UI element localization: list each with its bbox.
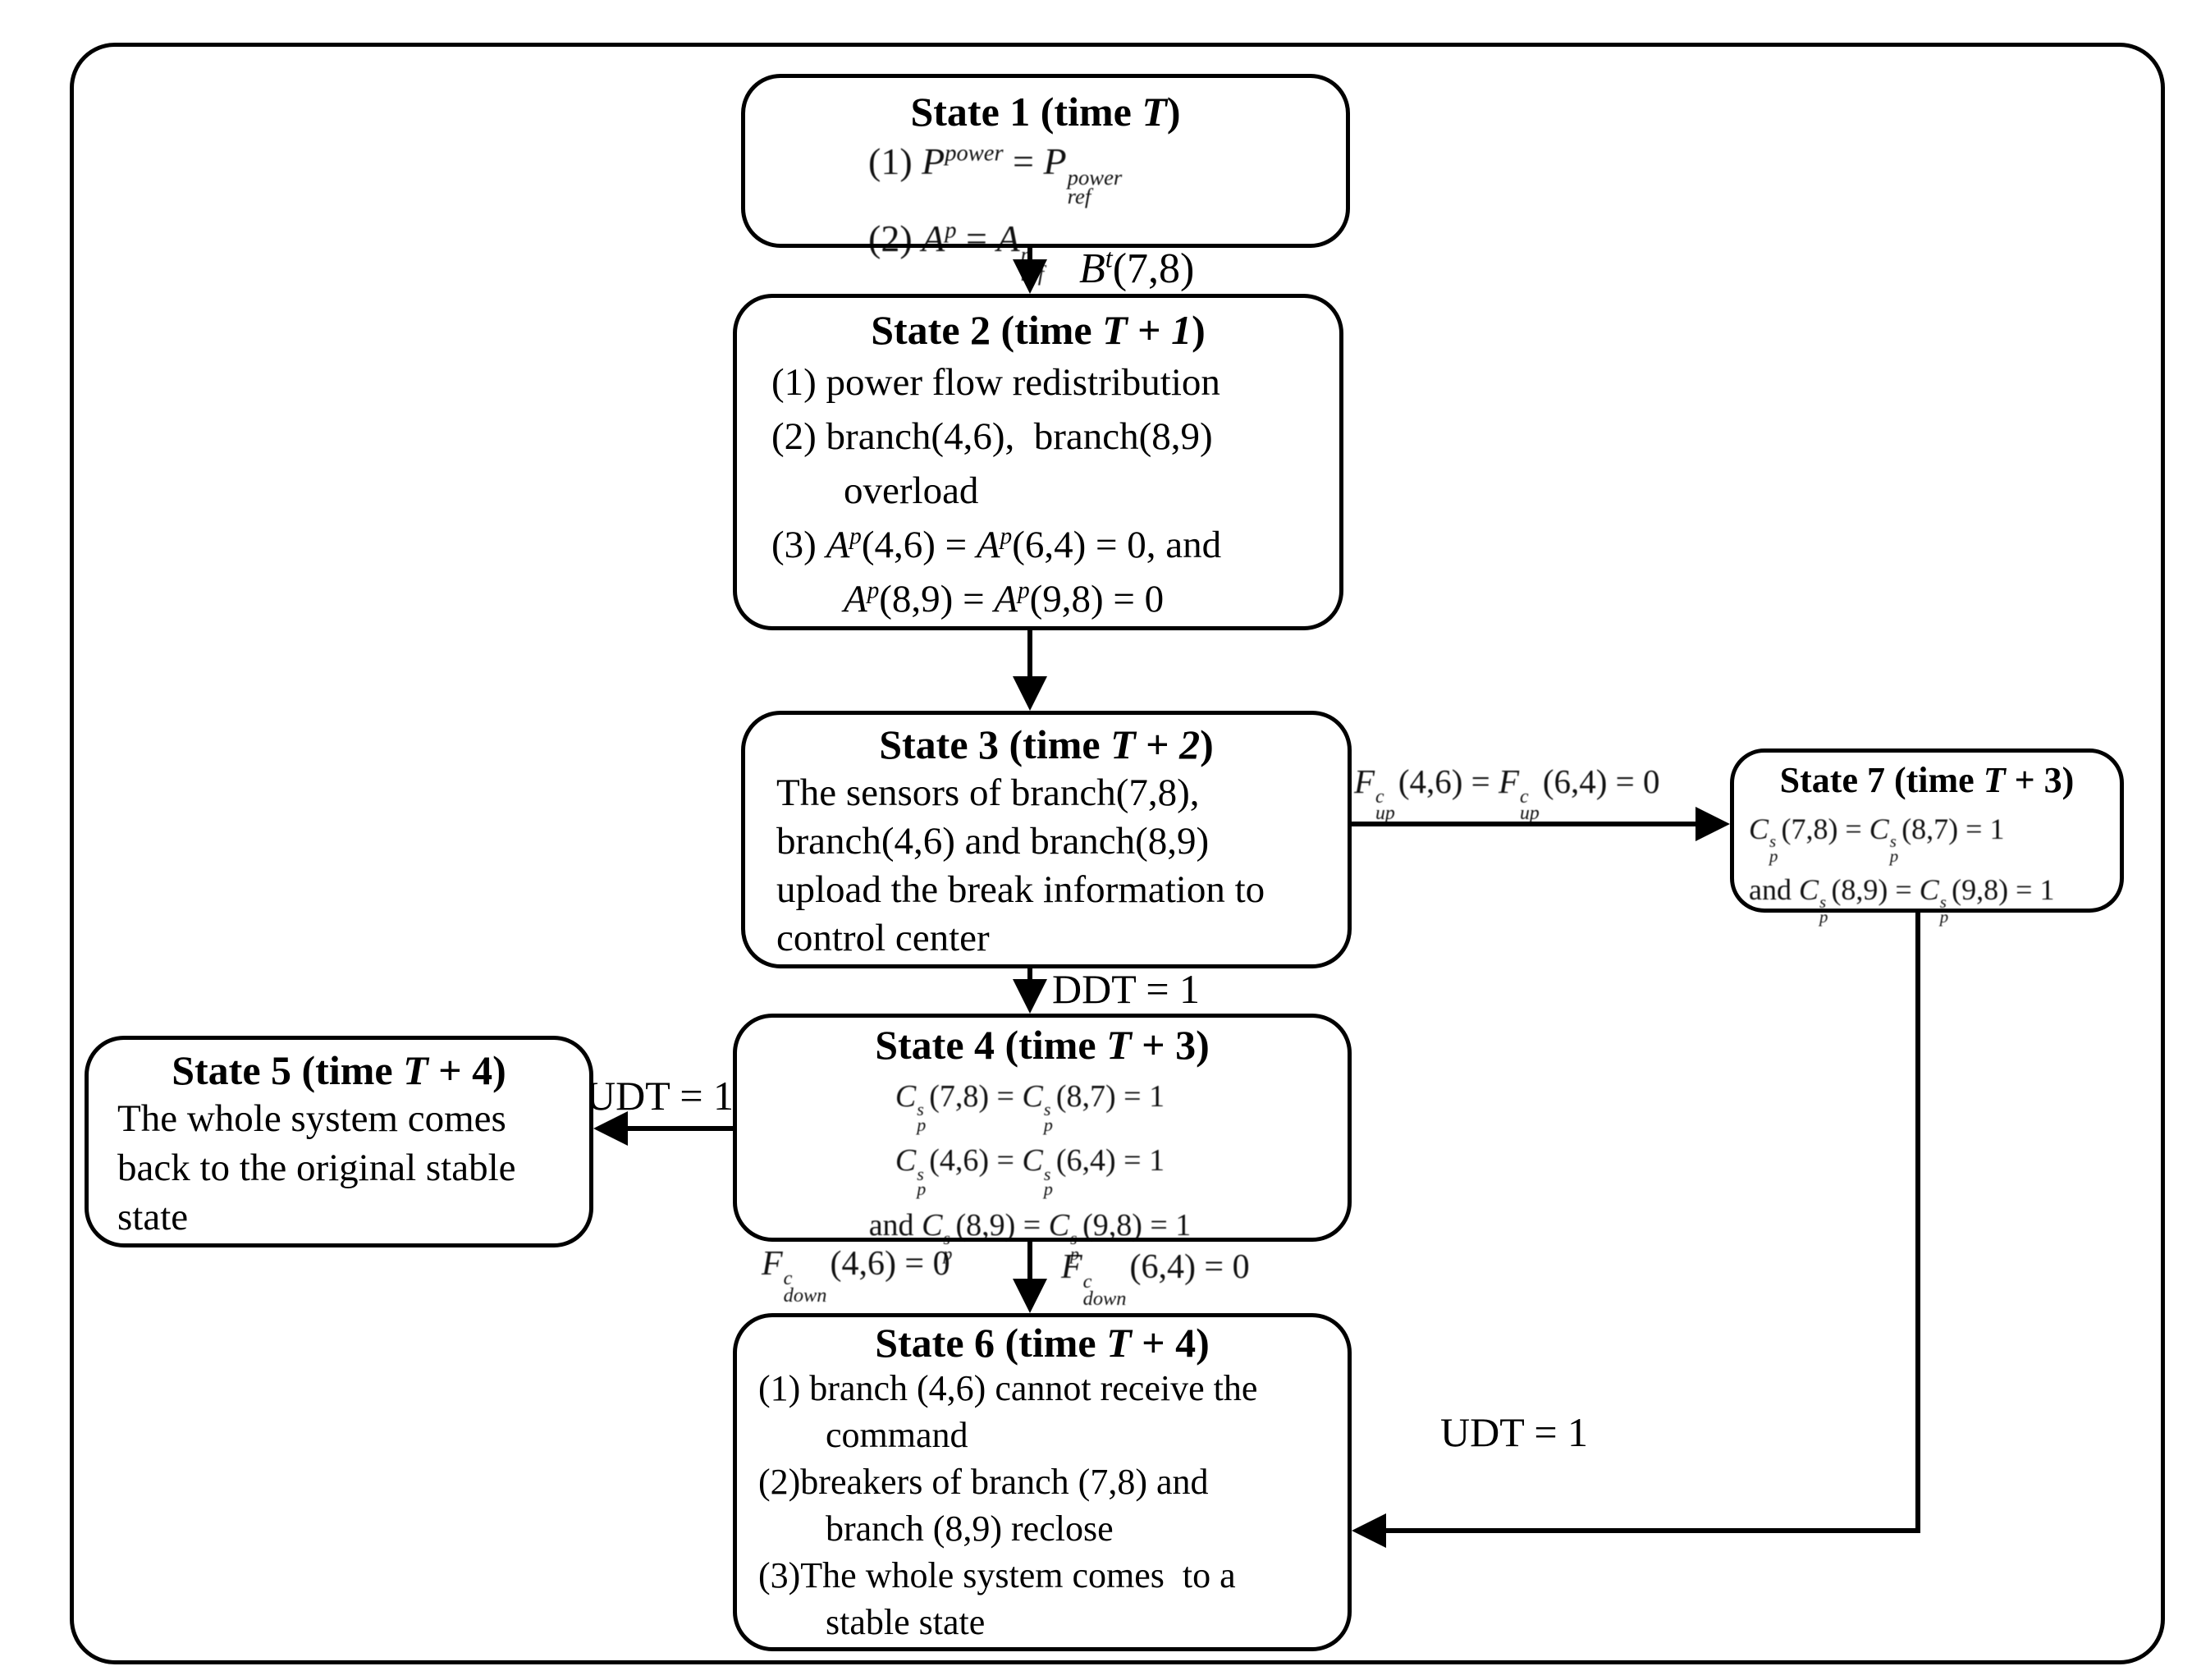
state6-line: branch (8,9) reclose: [826, 1508, 1114, 1549]
state3-line: The sensors of branch(7,8),: [776, 771, 1200, 814]
arrow-state3-to-state7-line: [1352, 822, 1699, 826]
state2-line: overload: [844, 469, 979, 512]
arrow-state2-to-state3-line: [1027, 630, 1032, 678]
state1-title: State 1 (time T): [910, 89, 1181, 135]
state2-line: (2) branch(4,6), branch(8,9): [771, 415, 1213, 458]
arrow-state4-to-state5-line: [625, 1126, 733, 1131]
state6-line: (2)breakers of branch (7,8) and: [758, 1462, 1209, 1502]
arrow-state4-to-state5-head: [593, 1111, 628, 1146]
arrow-state4-to-state6-head: [1013, 1279, 1047, 1313]
state4-title: State 4 (time T + 3): [875, 1022, 1210, 1068]
state5-line: state: [117, 1196, 189, 1238]
state7-title: State 7 (time T + 3): [1779, 760, 2075, 800]
arrow-state3-to-state4-line: [1027, 968, 1032, 982]
edge-label-udt-to-state6: UDT = 1: [1440, 1409, 1589, 1455]
state3-line: control center: [776, 917, 990, 959]
edge-label-ddt: DDT = 1: [1052, 966, 1201, 1012]
arrow-state4-to-state6-line: [1027, 1242, 1032, 1282]
state5-line: The whole system comes: [117, 1097, 506, 1140]
state5-line: back to the original stable: [117, 1147, 516, 1189]
arrow-state3-to-state4-head: [1013, 979, 1047, 1014]
state6-line: (1) branch (4,6) cannot receive the: [758, 1368, 1258, 1408]
state2-box: State 2 (time T + 1) (1) power flow redi…: [733, 294, 1343, 630]
state6-box: State 6 (time T + 4) (1) branch (4,6) ca…: [733, 1313, 1352, 1651]
arrow-state1-to-state2-line: [1027, 248, 1032, 266]
state2-line: (3) Ap(4,6) = Ap(6,4) = 0, and: [771, 523, 1222, 566]
figure-border: [70, 43, 2165, 1664]
state6-line: stable state: [826, 1602, 986, 1642]
state3-line: upload the break information to: [776, 868, 1265, 911]
arrow-state2-to-state3-head: [1013, 676, 1047, 711]
arrow-state7-to-state6-hline: [1386, 1528, 1920, 1533]
state5-box: State 5 (time T + 4) The whole system co…: [85, 1036, 593, 1247]
arrow-state3-to-state7-head: [1695, 807, 1730, 841]
state3-line: branch(4,6) and branch(8,9): [776, 820, 1210, 863]
state5-title: State 5 (time T + 4): [172, 1047, 506, 1093]
state3-box: State 3 (time T + 2) The sensors of bran…: [741, 711, 1352, 968]
arrow-state7-to-state6-head: [1352, 1513, 1386, 1548]
state6-line: (3)The whole system comes to a: [758, 1555, 1236, 1595]
state3-title: State 3 (time T + 2): [879, 721, 1214, 767]
state2-line: Ap(8,9) = Ap(9,8) = 0: [844, 577, 1165, 620]
edge-label-breaker-trip: Bt(7,8): [1079, 243, 1195, 292]
edge-label-udt-to-state5: UDT = 1: [586, 1073, 734, 1119]
state2-title: State 2 (time T + 1): [871, 307, 1206, 353]
state6-title: State 6 (time T + 4): [875, 1320, 1210, 1366]
arrow-state1-to-state2-head: [1013, 259, 1047, 294]
state2-line: (1) power flow redistribution: [771, 361, 1220, 404]
arrow-state7-to-state6-vline: [1915, 913, 1920, 1533]
state6-line: command: [826, 1415, 968, 1455]
